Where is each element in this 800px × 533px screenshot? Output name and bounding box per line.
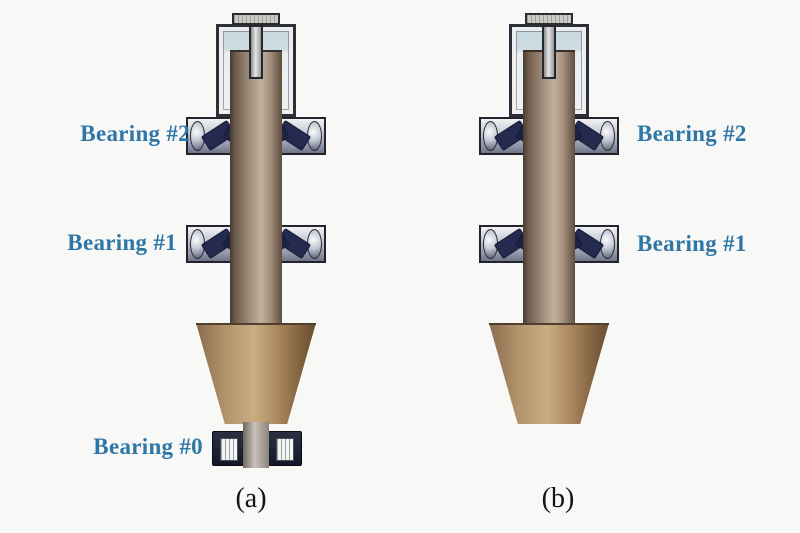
stub-shaft	[243, 422, 269, 468]
shaft-assembly-b	[479, 0, 619, 470]
shaft-assembly-a	[186, 0, 326, 470]
label-bearing-2-a: Bearing #2	[80, 121, 190, 146]
main-shaft	[523, 50, 575, 323]
cone-top-edge	[489, 323, 609, 325]
taper-cone	[196, 323, 316, 424]
housing-cap	[232, 13, 280, 25]
label-bearing-1-b: Bearing #1	[637, 231, 747, 256]
bearing-0-cage-right	[276, 438, 294, 461]
cone-top-edge	[196, 323, 316, 325]
caption-b: (b)	[541, 483, 575, 514]
center-rod	[542, 25, 556, 79]
label-bearing-2-b: Bearing #2	[637, 121, 747, 146]
taper-cone	[489, 323, 609, 424]
bearing-0-cage-left	[220, 438, 238, 461]
center-rod	[249, 25, 263, 79]
label-bearing-1-a: Bearing #1	[67, 230, 177, 255]
caption-a: (a)	[235, 483, 267, 514]
housing-cap	[525, 13, 573, 25]
main-shaft	[230, 50, 282, 323]
label-bearing-0-a: Bearing #0	[93, 434, 203, 459]
